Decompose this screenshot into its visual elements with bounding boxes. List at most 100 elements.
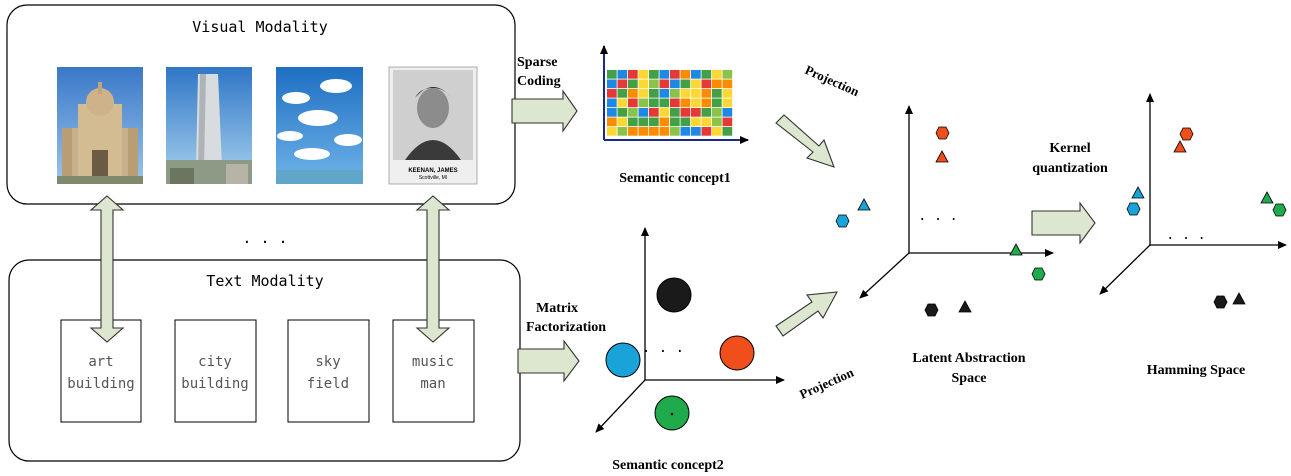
svg-text:music: music [412,354,454,370]
grid-cell [638,108,649,117]
grid-cell [691,70,701,79]
grid-cell [628,70,638,79]
grid-cell [659,117,670,127]
latent-space-label-2: Space [952,371,987,386]
grid-cell [638,79,649,89]
concept-color-grid [607,70,733,136]
grid-cell [617,98,628,108]
svg-text:man: man [420,376,445,392]
grid-cell [691,89,701,98]
svg-text:art: art [88,354,113,370]
grid-cell [649,117,659,127]
svg-text:sky: sky [315,354,340,370]
grid-cell [722,89,733,98]
grid-cell [712,70,722,79]
concept2-ellipsis: . . . [642,340,684,356]
grid-cell [722,70,733,79]
grid-cell [607,117,617,127]
grid-cell [607,79,617,89]
link-double-arrow [89,195,125,343]
orange-triangle-marker [1173,140,1187,153]
tower-photo [166,67,252,184]
black-hexagon-marker [924,303,939,317]
semantic-concept2-label: Semantic concept2 [612,458,724,473]
grid-cell [628,89,638,98]
grid-cell [638,70,649,79]
grid-cell [712,108,722,117]
kernel-quantization-label-1: Kernel [1049,141,1090,156]
grid-cell [649,98,659,108]
grid-cell [649,70,659,79]
svg-text:city: city [198,354,232,370]
semantic-concept2-space: . . . [595,227,785,433]
green-triangle-marker [1009,243,1023,256]
grid-cell [638,127,649,136]
grid-cell [607,98,617,108]
latent-space-label-1: Latent Abstraction [912,351,1025,366]
black-triangle-marker [1232,292,1246,305]
green-hexagon-marker [1031,267,1046,281]
matrix-factorization-label-2: Factorization [526,320,606,335]
grid-cell [680,89,691,98]
grid-cell [628,117,638,127]
blue-triangle-marker [857,198,871,211]
svg-text:building: building [181,376,248,392]
projection-label-top: Projection [803,62,862,99]
grid-cell [617,79,628,89]
black-hexagon-marker [1213,295,1228,309]
projection-arrow-top [775,114,835,168]
blue-triangle-marker [1131,186,1145,199]
projection-arrow-bottom [775,291,838,337]
grid-cell [628,108,638,117]
grid-cell [712,79,722,89]
portrait-subcaption: Scottville, MI [419,175,447,181]
grid-cell [691,98,701,108]
matrix-factorization-arrow [517,339,580,383]
semantic-concept1-matrix [600,45,749,144]
link-double-arrow [415,195,451,343]
projection-label-bottom: Projection [797,364,856,401]
grid-cell [628,98,638,108]
kernel-quantization-label-2: quantization [1032,161,1108,176]
grid-cell [607,70,617,79]
grid-cell [670,117,680,127]
orange-hexagon-marker [935,126,950,140]
green-hexagon-marker [1272,203,1287,217]
grid-cell [659,89,670,98]
grid-cell [691,127,701,136]
grid-cell [680,117,691,127]
hamming-ellipsis: . . . [1166,228,1205,243]
grid-cell [670,89,680,98]
grid-cell [712,89,722,98]
grid-cell [670,98,680,108]
latent-ellipsis: . . . [918,209,957,224]
orange-hexagon-marker [1179,127,1194,141]
text-document: art building [60,319,142,423]
grid-cell [617,89,628,98]
grid-cell [670,79,680,89]
grid-cell [722,127,733,136]
grid-cell [701,98,712,108]
grid-cell [638,117,649,127]
svg-text:field: field [307,376,349,392]
grid-cell [617,127,628,136]
visual-modality-title: Visual Modality [192,18,327,36]
grid-cell [659,98,670,108]
sparse-coding-label-1: Sparse [517,55,557,70]
sparse-coding-label-2: Coding [517,74,561,89]
grid-cell [701,108,712,117]
grid-cell [680,108,691,117]
sparse-coding-arrow [511,89,578,133]
text-modality-title: Text Modality [206,272,323,290]
grid-cell [691,108,701,117]
modality-ellipsis: . . . [242,229,287,247]
visual-modality-panel: Visual Modality [6,4,516,205]
sky-photo [276,67,363,184]
latent-abstraction-space: . . . [835,105,1054,317]
grid-cell [649,127,659,136]
grid-cell [701,127,712,136]
grid-cell [680,98,691,108]
grid-cell [617,108,628,117]
hamming-space: . . . [1099,93,1287,309]
grid-cell [712,117,722,127]
